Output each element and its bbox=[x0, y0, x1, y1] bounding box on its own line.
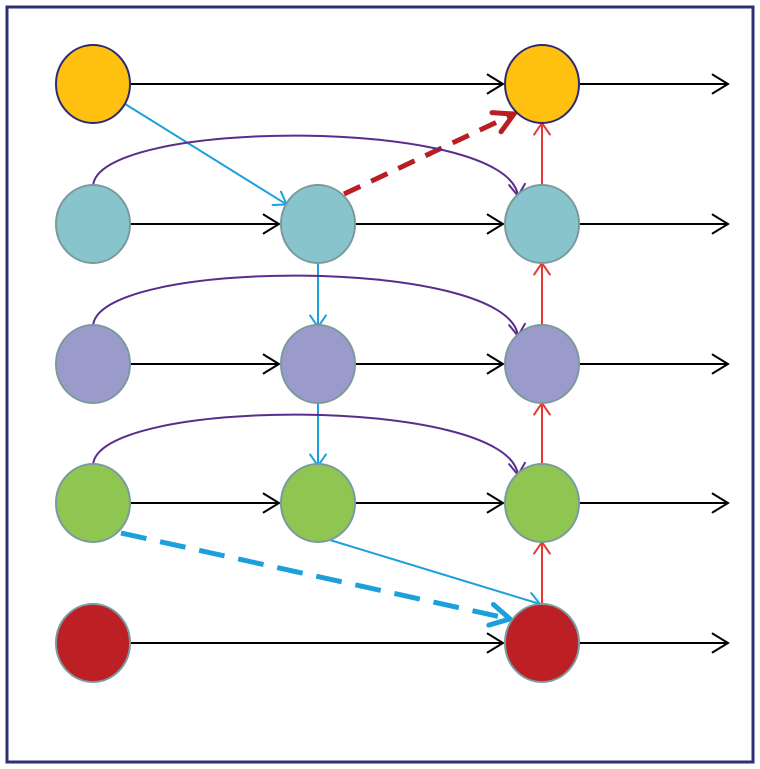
node-n3a bbox=[55, 324, 131, 404]
edge-n2b-to-n2c-arrow-arrowhead bbox=[486, 213, 505, 235]
edge-n2b-to-n1c-dashed-arrow bbox=[342, 111, 516, 197]
edge-n3c-to-end-arrow-arrowhead bbox=[711, 353, 730, 375]
node-n2b bbox=[280, 184, 356, 264]
edge-n1a-to-n2b-arrow bbox=[123, 102, 288, 206]
edge-n4b-to-n5c-arrow bbox=[329, 539, 541, 605]
edge-n2a-to-n2c-curved-arrow bbox=[92, 134, 519, 197]
edge-n3a-to-n3b-arrow-arrowhead bbox=[262, 353, 281, 375]
edge-n3b-to-n3c-arrow-arrowhead bbox=[486, 353, 505, 375]
node-n5c bbox=[504, 603, 580, 683]
node-n4b bbox=[280, 463, 356, 543]
edge-n4b-to-n4c-arrow-arrowhead bbox=[486, 492, 505, 514]
node-n2c bbox=[504, 184, 580, 264]
edge-n1c-to-end-arrow-arrowhead bbox=[711, 73, 730, 95]
diagram-frame bbox=[5, 5, 755, 764]
edge-n3a-to-n3c-curved-arrow bbox=[92, 274, 519, 337]
node-n4a bbox=[55, 463, 131, 543]
edge-n4a-to-n4c-curved-arrow bbox=[92, 413, 519, 476]
edge-n5c-to-end-arrow-arrowhead bbox=[711, 632, 730, 654]
edges-layer bbox=[92, 73, 730, 654]
nodes-layer bbox=[55, 44, 580, 683]
node-n1a bbox=[55, 44, 131, 124]
edge-n2a-to-n2b-arrow-arrowhead bbox=[262, 213, 281, 235]
edge-n2b-to-n1c-dashed-arrow-arrowhead bbox=[489, 110, 519, 135]
edge-n4c-to-end-arrow-arrowhead bbox=[711, 492, 730, 514]
node-n3b bbox=[280, 324, 356, 404]
node-n3c bbox=[504, 324, 580, 404]
node-n5a bbox=[55, 603, 131, 683]
edge-n4a-to-n5c-dashed-arrow-arrowhead bbox=[486, 602, 516, 628]
edge-n2c-to-end-arrow-arrowhead bbox=[711, 213, 730, 235]
edge-n1a-to-n1c-arrow-arrowhead bbox=[486, 73, 505, 95]
edge-n4a-to-n4b-arrow-arrowhead bbox=[262, 492, 281, 514]
node-n2a bbox=[55, 184, 131, 264]
node-n1c bbox=[504, 44, 580, 124]
node-n4c bbox=[504, 463, 580, 543]
edge-n4a-to-n5c-dashed-arrow bbox=[120, 530, 511, 622]
edge-n5a-to-n5c-arrow-arrowhead bbox=[486, 632, 505, 654]
